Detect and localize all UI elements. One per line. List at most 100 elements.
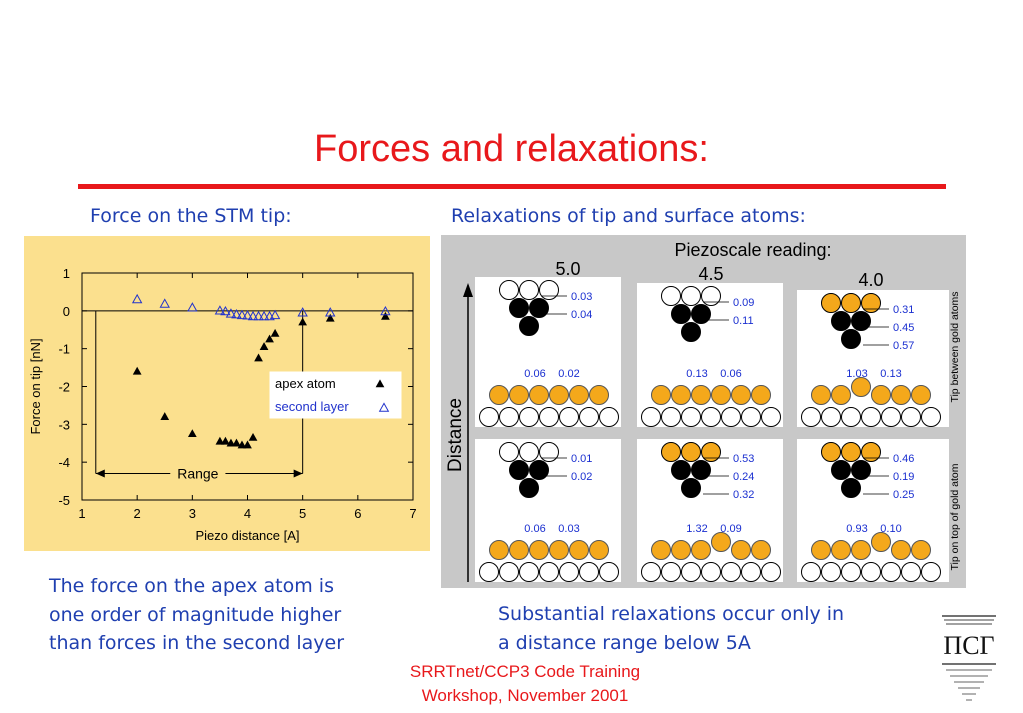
y-tick-label: -4: [58, 455, 70, 470]
logo-graphic: ΠCΓ: [942, 615, 996, 701]
apex-atom-point: [215, 436, 225, 445]
legend-box: [269, 371, 402, 419]
x-tick-label: 3: [189, 506, 196, 521]
x-tick-label: 2: [134, 506, 141, 521]
tip-atom-dark: [691, 304, 711, 324]
substrate-atom: [821, 562, 841, 582]
apex-atom-point: [226, 438, 236, 447]
gold-surface-atom: [811, 385, 831, 405]
surface-displacement: 0.10: [880, 523, 901, 535]
second-layer-point: [187, 302, 198, 312]
y-tick-label: -5: [58, 493, 70, 508]
substrate-atom: [641, 562, 661, 582]
substrate-atom: [861, 407, 881, 427]
tip-atom-dark: [509, 460, 529, 480]
apex-atom-point: [221, 436, 230, 445]
second-layer-point: [159, 298, 170, 308]
gold-surface-atom: [811, 540, 831, 560]
second-layer-point: [297, 307, 308, 317]
tip-displacement: 0.19: [893, 471, 914, 483]
tip-atom: [861, 442, 881, 462]
substrate-atom: [681, 562, 701, 582]
gold-surface-atom: [569, 540, 589, 560]
gold-surface-atom: [549, 385, 569, 405]
gold-surface-atom: [911, 540, 931, 560]
row-label: Tip between gold atoms: [949, 291, 961, 402]
apex-atom-point: [381, 311, 390, 320]
relaxation-explanation: Substantial relaxations occur only in a …: [498, 600, 844, 657]
tip-displacement: 0.31: [893, 304, 914, 316]
substrate-atom: [721, 407, 741, 427]
tip-displacement: 0.24: [733, 471, 754, 483]
apex-atom-point: [232, 438, 241, 447]
gold-surface-atom: [711, 385, 731, 405]
second-layer-point: [236, 309, 248, 320]
x-tick-label: 7: [409, 506, 416, 521]
tip-atom: [841, 442, 861, 462]
text-line: The force on the apex atom is: [49, 575, 334, 597]
substrate-atom: [701, 407, 721, 427]
y-tick-label: -3: [58, 417, 70, 432]
text-line: a distance range below 5A: [498, 631, 751, 654]
substrate-atom: [861, 562, 881, 582]
tip-atom-dark: [691, 460, 711, 480]
second-layer-point: [380, 305, 391, 316]
apex-atom-point: [237, 440, 247, 449]
apex-atom: [841, 329, 861, 349]
column-label: 5.0: [555, 259, 580, 279]
substrate-atom: [841, 562, 861, 582]
y-tick-label: 1: [63, 266, 70, 281]
surface-displacement: 0.03: [558, 523, 579, 535]
x-tick-label: 6: [354, 506, 361, 521]
second-layer-point: [231, 308, 242, 319]
surface-displacement: 0.06: [524, 368, 545, 380]
tip-atom-dark: [509, 298, 529, 318]
second-layer-point: [220, 305, 231, 316]
tip-displacement: 0.46: [893, 453, 914, 465]
substrate-atom: [599, 407, 619, 427]
force-caption: Force on the STM tip:: [90, 205, 292, 227]
range-arrowhead: [293, 469, 303, 478]
substrate-atom: [661, 407, 681, 427]
range-label: Range: [177, 466, 218, 482]
slide-title: Forces and relaxations:: [314, 128, 709, 170]
substrate-atom: [681, 407, 701, 427]
second-layer-point: [131, 293, 143, 304]
tip-atom: [499, 280, 519, 300]
substrate-atom: [721, 562, 741, 582]
row-label: Tip on top of gold atom: [949, 463, 961, 570]
tip-atom: [701, 442, 721, 462]
second-layer-point: [258, 310, 270, 321]
title-underline: [78, 184, 946, 189]
y-tick-label: -1: [58, 342, 70, 357]
second-layer-point: [242, 310, 253, 320]
apex-atom-point: [298, 317, 308, 326]
gold-surface-atom: [691, 385, 711, 405]
substrate-atom: [901, 562, 921, 582]
substrate-atom: [579, 562, 599, 582]
apex-atom-point: [265, 334, 274, 343]
substrate-atom: [479, 562, 499, 582]
column-label: 4.0: [858, 270, 883, 290]
surface-displacement: 1.03: [846, 368, 867, 380]
tip-atom: [821, 442, 841, 462]
substrate-atom: [821, 407, 841, 427]
text-line: Substantial relaxations occur only in: [498, 603, 845, 625]
apex-atom-point: [132, 366, 142, 375]
gold-surface-atom: [671, 540, 691, 560]
legend-marker-second: [378, 402, 390, 412]
surface-displacement: 0.13: [880, 368, 901, 380]
tip-displacement: 0.57: [893, 340, 914, 352]
gold-surface-atom: [589, 540, 609, 560]
tip-atom-dark: [529, 298, 549, 318]
substrate-atom: [499, 562, 519, 582]
tip-displacement: 0.09: [733, 297, 754, 309]
tip-atom-dark: [851, 460, 871, 480]
apex-atom: [681, 322, 701, 342]
